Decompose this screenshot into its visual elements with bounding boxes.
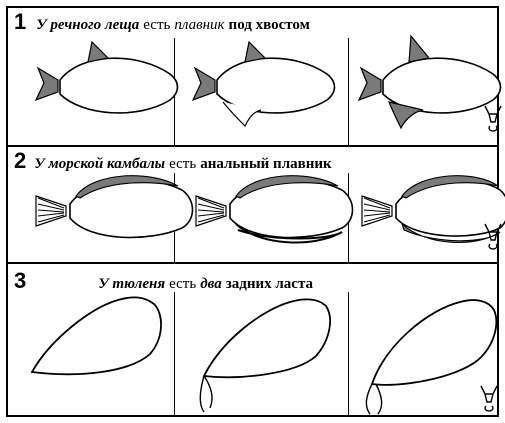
flounder-fish-1	[36, 176, 193, 238]
dorsal-fin-icon	[409, 36, 429, 62]
bream-fish-1	[36, 42, 178, 113]
tail-fin-icon	[36, 68, 58, 100]
hind-flipper-icon	[200, 376, 212, 412]
seal-2	[200, 299, 330, 412]
dorsal-fin-icon	[245, 42, 265, 62]
small-figure-icon	[481, 386, 497, 411]
seal-3	[366, 300, 496, 414]
hind-flipper-icon	[366, 384, 381, 414]
seal-1	[32, 297, 161, 374]
bream-fish-3	[359, 36, 501, 128]
dorsal-fin-icon	[88, 42, 108, 62]
flounder-fish-3	[362, 176, 505, 243]
flounder-fish-2	[196, 176, 353, 243]
small-figure-icon	[485, 106, 501, 131]
tail-fin-icon	[359, 68, 381, 100]
bream-fish-2	[193, 42, 335, 126]
tail-fin-icon	[193, 68, 215, 100]
